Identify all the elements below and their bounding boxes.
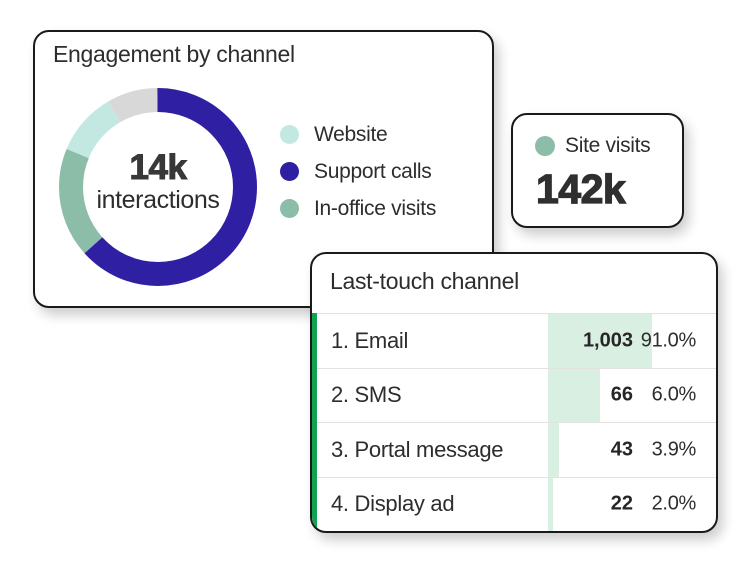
email-row-value: 1,003	[582, 329, 633, 352]
legend-item-support-calls: Support calls	[280, 159, 436, 183]
engagement-by-channel-card: Engagement by channel 14k interactions W…	[33, 30, 494, 308]
donut-total-label: interactions	[96, 185, 220, 214]
site-visits-dot-icon	[535, 136, 555, 156]
in-office-visits-legend-dot	[280, 199, 299, 218]
engagement-card-title: Engagement by channel	[53, 41, 295, 67]
legend-item-in-office-visits: In-office visits	[280, 196, 437, 220]
engagement-donut-chart	[59, 88, 257, 286]
site-visits-label: Site visits	[565, 134, 651, 157]
legend-item-website: Website	[280, 122, 436, 146]
last-touch-card-title: Last-touch channel	[330, 268, 519, 294]
sms-row-percent: 6.0%	[651, 383, 697, 406]
email-bar	[548, 314, 652, 368]
site-visits-value: 142k	[535, 166, 626, 212]
table-row-portal-message: 3. Portal message 43 3.9%	[312, 422, 716, 477]
website-legend-dot	[280, 125, 299, 144]
display-ad-bar	[548, 477, 553, 531]
support-calls-legend-dot	[280, 162, 299, 181]
website-legend-label: Website	[314, 122, 388, 146]
last-touch-table: 1. Email 1,003 91.0% 2. SMS 66 6.0% 3. P…	[312, 313, 716, 531]
in-office-visits-legend-label: In-office visits	[314, 196, 437, 220]
portal-message-row-percent: 3.9%	[651, 438, 697, 461]
table-row-email: 1. Email 1,003 91.0%	[312, 313, 716, 368]
sms-row-value: 66	[610, 383, 633, 406]
table-accent-bar	[312, 313, 317, 531]
support-calls-legend-label: Support calls	[314, 159, 432, 183]
email-row-percent: 91.0%	[640, 329, 697, 352]
email-row-label: 1. Email	[331, 327, 409, 353]
engagement-legend: Website Support calls In-office visits	[280, 122, 437, 220]
table-row-sms: 2. SMS 66 6.0%	[312, 367, 716, 422]
display-ad-row-percent: 2.0%	[651, 492, 697, 515]
donut-center-text: 14k interactions	[58, 87, 258, 287]
portal-message-bar	[548, 423, 559, 477]
sms-row-label: 2. SMS	[331, 382, 402, 408]
portal-message-row-value: 43	[610, 438, 633, 461]
display-ad-row-label: 4. Display ad	[331, 491, 455, 517]
donut-total-value: 14k	[129, 147, 188, 187]
site-visits-card: Site visits 142k	[511, 113, 684, 228]
sms-bar	[548, 368, 600, 422]
portal-message-row-label: 3. Portal message	[331, 436, 504, 462]
last-touch-channel-card: Last-touch channel 1. Email 1,003 91.0% …	[310, 252, 718, 533]
display-ad-row-value: 22	[610, 492, 633, 515]
table-row-display-ad: 4. Display ad 22 2.0%	[312, 476, 716, 531]
